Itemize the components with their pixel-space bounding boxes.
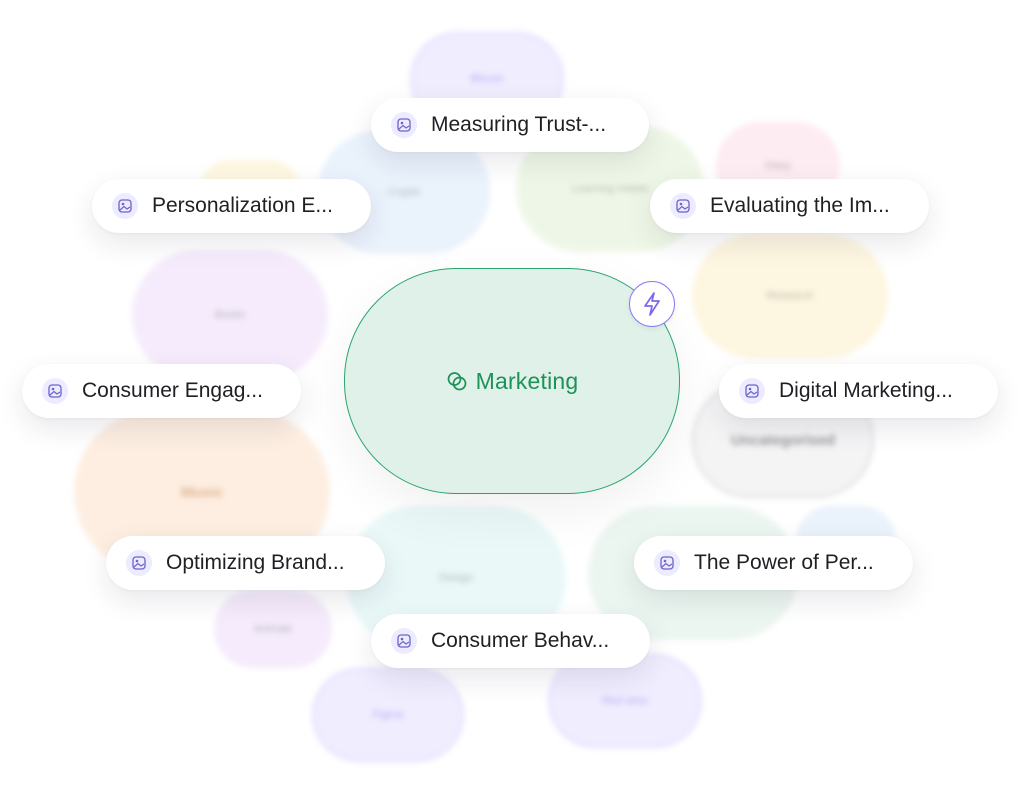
topic-node-animals: Animals: [214, 590, 332, 668]
topic-label: Bitcoin: [470, 73, 504, 85]
article-pill-measuring-trust[interactable]: Measuring Trust-...: [371, 98, 649, 152]
article-title: Measuring Trust-...: [431, 113, 607, 136]
topic-label: Figma: [372, 709, 404, 721]
article-pill-optimizing-brand[interactable]: Optimizing Brand...: [106, 536, 385, 590]
article-title: The Power of Per...: [694, 551, 874, 574]
center-topic-title: Marketing: [475, 367, 579, 394]
image-icon: [391, 112, 417, 138]
topic-label: Uncategorised: [730, 431, 836, 449]
topic-label: Research: [766, 290, 814, 302]
image-icon: [112, 193, 138, 219]
topic-label: Design: [438, 572, 474, 584]
article-pill-consumer-engagement[interactable]: Consumer Engag...: [22, 364, 301, 418]
article-pill-power-of-per[interactable]: The Power of Per...: [634, 536, 913, 590]
topic-label: Diary: [765, 160, 791, 172]
lightning-bolt-icon[interactable]: [629, 281, 675, 327]
center-label-group: Marketing: [446, 368, 579, 395]
image-icon: [126, 550, 152, 576]
article-title: Consumer Behav...: [431, 629, 610, 652]
image-icon: [42, 378, 68, 404]
article-pill-personalization[interactable]: Personalization E...: [92, 179, 371, 233]
article-title: Personalization E...: [152, 194, 333, 217]
article-title: Optimizing Brand...: [166, 551, 345, 574]
topic-label: Music: [180, 483, 224, 501]
topic-node-research: Research: [692, 234, 888, 358]
article-title: Digital Marketing...: [779, 379, 953, 402]
image-icon: [654, 550, 680, 576]
topic-node-books: Books: [132, 250, 328, 380]
image-icon: [739, 378, 765, 404]
topic-label: Crypto: [387, 186, 421, 198]
topic-label: Books: [214, 309, 246, 321]
topic-label: Learning Habits: [571, 183, 649, 195]
article-title: Consumer Engag...: [82, 379, 263, 402]
venn-circles-icon: [446, 370, 468, 392]
topic-node-figma: Figma: [312, 668, 464, 762]
topic-label: Red wine: [602, 695, 648, 707]
marketing-topic-node[interactable]: Marketing: [344, 268, 680, 494]
article-pill-evaluating[interactable]: Evaluating the Im...: [650, 179, 929, 233]
article-pill-digital-marketing[interactable]: Digital Marketing...: [719, 364, 998, 418]
topic-label: Animals: [253, 623, 293, 635]
article-pill-consumer-behavior[interactable]: Consumer Behav...: [371, 614, 650, 668]
image-icon: [670, 193, 696, 219]
topic-node-red-wine: Red wine: [548, 654, 702, 748]
article-title: Evaluating the Im...: [710, 194, 890, 217]
image-icon: [391, 628, 417, 654]
